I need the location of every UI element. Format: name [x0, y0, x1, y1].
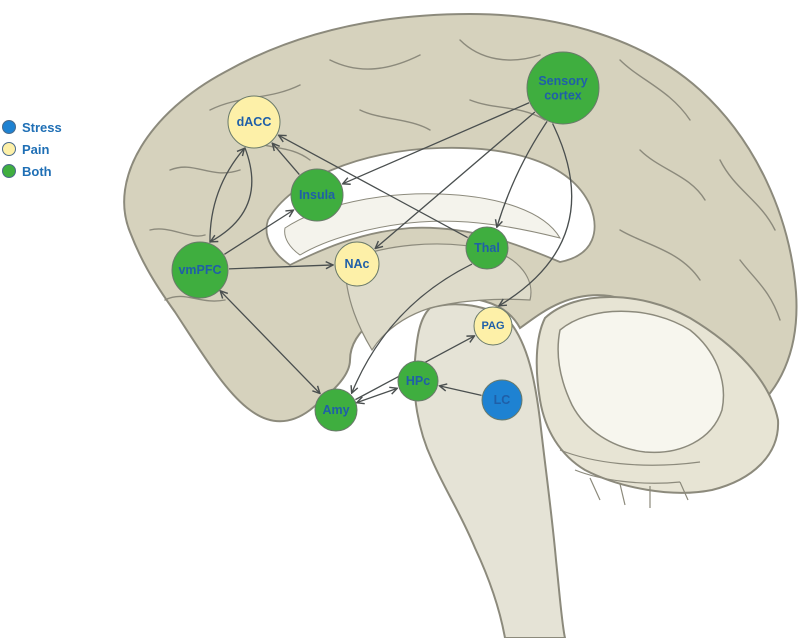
- node-lc: LC: [481, 379, 523, 421]
- arrow-lc-to-hpc: [439, 386, 482, 397]
- node-circle-insula: [290, 168, 344, 222]
- arrow-thal-to-dacc: [279, 135, 468, 239]
- legend-label-both: Both: [22, 163, 52, 179]
- arrow-sensory-to-thal: [497, 121, 548, 227]
- node-insula: Insula: [290, 168, 344, 222]
- node-label-pag: PAG: [481, 320, 504, 332]
- node-hpc: HPc: [397, 360, 439, 402]
- node-pag: PAG: [473, 306, 513, 346]
- node-thal: Thal: [465, 226, 509, 270]
- cerebellum-folia: [559, 449, 701, 508]
- arrow-thal-to-amy: [352, 263, 473, 393]
- node-label-thal: Thal: [474, 241, 500, 255]
- legend-swatch-both: [2, 164, 16, 178]
- arrow-insula-to-dacc: [272, 143, 300, 175]
- node-label-amy: Amy: [322, 403, 349, 417]
- legend-swatch-pain: [2, 142, 16, 156]
- node-label-nac: NAc: [344, 257, 369, 271]
- node-circle-lc: [481, 379, 523, 421]
- node-label-sensory: cortex: [544, 88, 582, 102]
- arrow-vmpfc-to-insula: [224, 210, 293, 255]
- arrow-amy-to-hpc: [357, 388, 398, 402]
- arrow-sensory-to-nac: [375, 111, 536, 248]
- legend-label-pain: Pain: [22, 141, 50, 157]
- lateral-ventricle: [284, 193, 562, 256]
- node-circle-dacc: [227, 95, 281, 149]
- node-circle-amy: [314, 388, 358, 432]
- legend: Stress Pain Both: [2, 116, 62, 182]
- node-circle-sensory: [526, 51, 600, 125]
- node-circle-thal: [465, 226, 509, 270]
- legend-item-pain: Pain: [2, 138, 62, 160]
- diencephalon: [344, 243, 532, 352]
- node-circle-hpc: [397, 360, 439, 402]
- arrow-dacc-to-vmpfc: [210, 147, 253, 241]
- node-label-dacc: dACC: [237, 115, 272, 129]
- node-vmpfc: vmPFC: [171, 241, 229, 299]
- node-dacc: dACC: [227, 95, 281, 149]
- node-label-vmpfc: vmPFC: [178, 263, 221, 277]
- node-circle-pag: [473, 306, 513, 346]
- arrow-vmpfc-to-dacc: [209, 148, 244, 243]
- node-circle-vmpfc: [171, 241, 229, 299]
- legend-swatch-stress: [2, 120, 16, 134]
- legend-item-both: Both: [2, 160, 62, 182]
- legend-label-stress: Stress: [22, 119, 62, 135]
- node-label-hpc: HPc: [406, 374, 430, 388]
- arrow-vmpfc-to-nac: [228, 265, 333, 270]
- node-label-sensory: Sensory: [538, 74, 587, 88]
- cerebellum-arbor: [557, 310, 725, 454]
- node-label-lc: LC: [494, 393, 511, 407]
- connection-arrows: [209, 102, 573, 403]
- arrow-sensory-to-pag: [499, 123, 573, 305]
- node-circle-nac: [334, 241, 380, 287]
- legend-item-stress: Stress: [2, 116, 62, 138]
- arrow-vmpfc-to-amy: [220, 291, 320, 394]
- node-nac: NAc: [334, 241, 380, 287]
- node-label-insula: Insula: [299, 188, 336, 202]
- arrow-sensory-to-insula: [343, 102, 530, 184]
- node-amy: Amy: [314, 388, 358, 432]
